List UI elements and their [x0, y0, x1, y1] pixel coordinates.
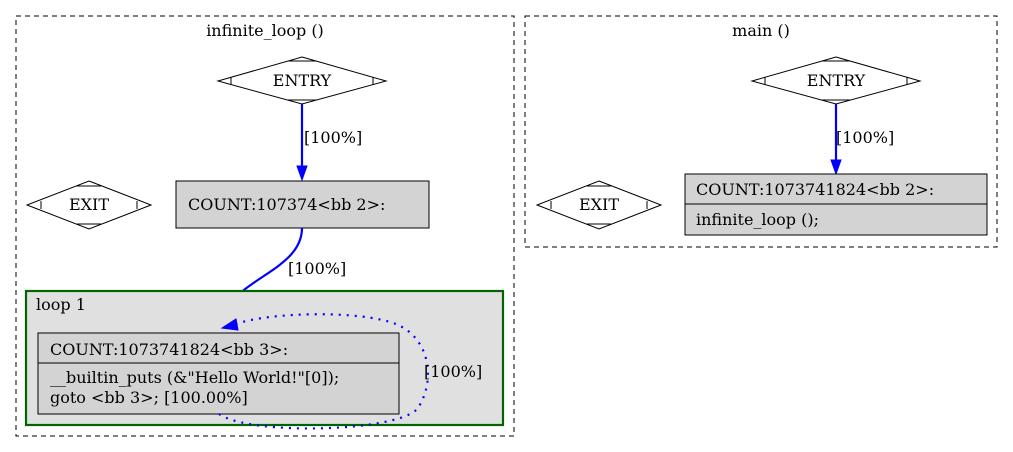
- cluster-main-title: main (): [732, 21, 790, 40]
- infinite-loop-bb2-label: COUNT:107374<bb 2>:: [188, 195, 385, 214]
- infinite-loop-bb3-header: COUNT:1073741824<bb 3>:: [50, 340, 288, 359]
- edge-bb3-self-loop-label: [100%]: [424, 362, 482, 381]
- edge-bb2-to-bb3-label: [100%]: [288, 259, 346, 278]
- main-exit-label: EXIT: [579, 195, 619, 214]
- loop-1-title: loop 1: [36, 295, 86, 314]
- infinite-loop-entry-label: ENTRY: [273, 71, 332, 90]
- infinite-loop-bb2-node[interactable]: COUNT:107374<bb 2>:: [175, 180, 430, 229]
- infinite-loop-entry-node[interactable]: ENTRY: [216, 56, 388, 105]
- infinite-loop-exit-label: EXIT: [69, 195, 109, 214]
- infinite-loop-exit-node[interactable]: EXIT: [25, 180, 153, 230]
- main-edge-entry-to-bb2-label: [100%]: [836, 128, 894, 147]
- loop-1-cluster: loop 1 COUNT:1073741824<bb 3>: __builtin…: [24, 289, 505, 430]
- cluster-infinite-loop: infinite_loop () ENTRY EXIT [100%]: [15, 15, 515, 437]
- main-bb2-node[interactable]: COUNT:1073741824<bb 2>: infinite_loop ()…: [684, 173, 988, 236]
- infinite-loop-bb3-line-2: goto <bb 3>; [100.00%]: [50, 388, 248, 407]
- main-bb2-line: infinite_loop ();: [696, 210, 819, 229]
- cluster-main: main () ENTRY EXIT [100%]: [524, 15, 998, 248]
- edge-entry-to-bb2-label: [100%]: [304, 128, 362, 147]
- main-bb2-header: COUNT:1073741824<bb 2>:: [696, 180, 934, 199]
- infinite-loop-bb3-line-1: __builtin_puts (&"Hello World!"[0]);: [50, 368, 339, 387]
- main-entry-label: ENTRY: [807, 71, 866, 90]
- main-entry-node[interactable]: ENTRY: [750, 56, 922, 105]
- edge-bb3-self-loop: [100%]: [218, 313, 482, 430]
- cluster-infinite-loop-title: infinite_loop (): [206, 21, 324, 40]
- main-edge-entry-to-bb2: [100%]: [830, 104, 894, 176]
- edge-entry-to-bb2: [100%]: [296, 104, 362, 182]
- infinite-loop-bb3-node[interactable]: COUNT:1073741824<bb 3>: __builtin_puts (…: [37, 332, 400, 415]
- main-exit-node[interactable]: EXIT: [535, 180, 663, 230]
- cluster-main-border: [524, 15, 998, 248]
